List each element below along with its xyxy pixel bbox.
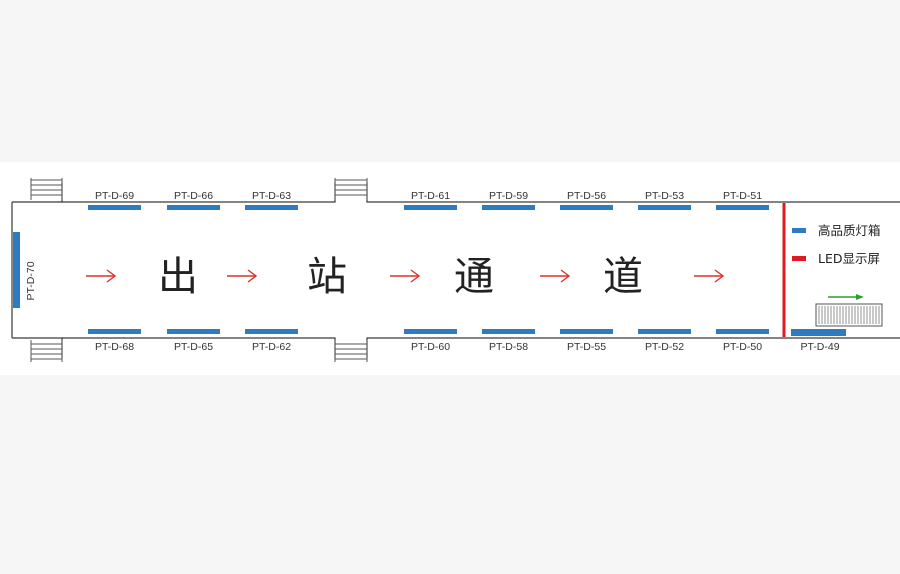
lightbox-bottom-label: PT-D-65 [174,341,213,353]
lightbox-bottom-label: PT-D-68 [95,341,134,353]
lightbox-bottom-4 [404,329,457,334]
lightbox-bottom-label: PT-D-62 [252,341,291,353]
lightbox-top-7 [638,205,691,210]
lightbox-bottom-5 [482,329,535,334]
lightbox-bottom-8 [716,329,769,334]
lightbox-top-label: PT-D-51 [723,190,762,202]
lightbox-bottom-6 [560,329,613,334]
lightbox-bottom-label: PT-D-60 [411,341,450,353]
labels-top: PT-D-69 PT-D-66 PT-D-63 PT-D-61 PT-D-59 PT-D-… [95,190,762,202]
lightbox-bottom-label: PT-D-52 [645,341,684,353]
stairs-top-middle [334,178,368,200]
lightbox-top-4 [404,205,457,210]
lightbox-right [791,329,846,336]
stairs-bottom-left [30,340,63,362]
lightboxes-bottom [88,329,769,334]
lightbox-bottom-7 [638,329,691,334]
stairs-bottom-middle [334,340,368,362]
escalator-arrowhead [856,294,864,300]
labels-bottom: PT-D-68 PT-D-65 PT-D-62 PT-D-60 PT-D-58 PT-D-… [95,341,762,353]
lightbox-bottom-1 [88,329,141,334]
legend-led-swatch [792,256,806,261]
left-lightbox-label: PT-D-70 [25,261,37,300]
direction-arrow-5 [694,269,725,283]
direction-arrows [86,269,725,283]
stairs [30,178,368,362]
lightbox-top-1 [88,205,141,210]
legend-lightbox-label: 高品质灯箱 [818,223,881,238]
legend: 高品质灯箱 LED显示屏 [792,223,881,266]
direction-arrow-4 [540,269,571,283]
lightbox-bottom-3 [245,329,298,334]
lightbox-top-label: PT-D-56 [567,190,606,202]
lightbox-top-label: PT-D-59 [489,190,528,202]
legend-lightbox-swatch [792,228,806,233]
title-char-2: 站 [307,254,347,300]
title-char-4: 道 [603,254,643,300]
lightbox-top-label: PT-D-53 [645,190,684,202]
lightbox-bottom-2 [167,329,220,334]
lightbox-top-6 [560,205,613,210]
diagram-background [0,162,900,375]
right-lightbox-label: PT-D-49 [800,341,839,353]
lightbox-top-3 [245,205,298,210]
lightbox-bottom-label: PT-D-58 [489,341,528,353]
lightbox-top-label: PT-D-63 [252,190,291,202]
escalator [815,294,883,327]
legend-led-label: LED显示屏 [818,251,880,266]
lightbox-top-2 [167,205,220,210]
lightbox-bottom-label: PT-D-55 [567,341,606,353]
lightbox-top-label: PT-D-69 [95,190,134,202]
direction-arrow-2 [227,269,258,283]
lightbox-top-8 [716,205,769,210]
lightbox-top-label: PT-D-61 [411,190,450,202]
lightbox-left [13,232,20,308]
lightbox-top-5 [482,205,535,210]
lightbox-top-label: PT-D-66 [174,190,213,202]
stairs-top-left [30,178,63,200]
lightboxes-top [88,205,769,210]
direction-arrow-1 [86,269,117,283]
direction-arrow-3 [390,269,421,283]
title-char-3: 通 [454,254,494,300]
lightbox-bottom-label: PT-D-50 [723,341,762,353]
title-char-1: 出 [158,254,198,300]
